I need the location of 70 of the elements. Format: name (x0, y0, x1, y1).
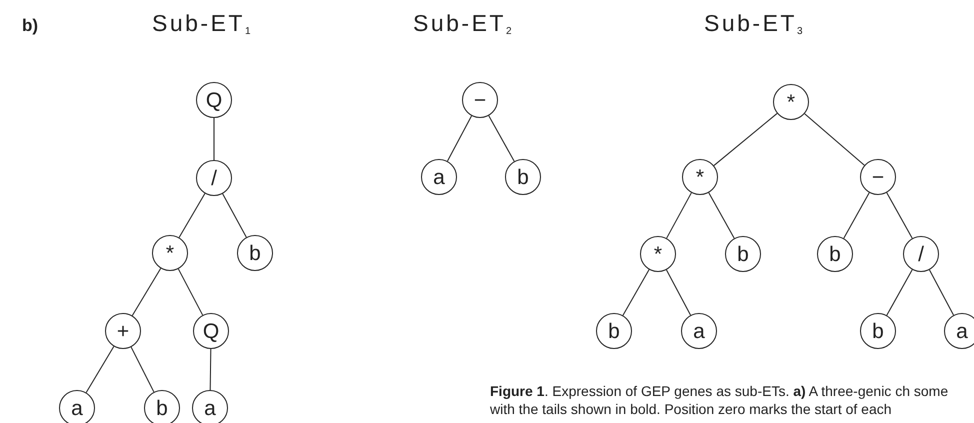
tree-node-circle (105, 313, 141, 349)
tree-node-circle (944, 313, 974, 349)
node-symbol: a (433, 166, 445, 188)
connector-line (666, 192, 692, 239)
tree-title: Sub-ET$_{1}$ (152, 10, 254, 37)
tree-node-circle (196, 160, 232, 196)
tree-node-circle (144, 390, 180, 423)
tree-node-circle (860, 159, 896, 195)
panel-letter: b) (22, 16, 38, 36)
node-symbol: a (204, 398, 216, 418)
tree-node-circle (421, 159, 457, 195)
connector-line (843, 192, 870, 239)
node-symbol: Q (206, 90, 222, 110)
connector-line (178, 268, 204, 316)
figure-caption: Figure 1. Expression of GEP genes as sub-ETs. a) A three-genic ch some with the tails shown in bold. Position zero marks the start of each (490, 382, 950, 418)
tree-node-circle (505, 159, 541, 195)
connector-line (178, 193, 206, 238)
connector-line (488, 115, 515, 162)
tree-node-circle (640, 236, 676, 272)
node-symbol: b (156, 398, 168, 418)
tree-node-circle (59, 390, 95, 423)
node-symbol: * (654, 244, 662, 264)
tree-node-circle (860, 313, 896, 349)
node-symbol: − (872, 166, 884, 188)
node-symbol: * (786, 92, 796, 112)
connector-line (622, 269, 650, 316)
node-symbol: Q (202, 320, 220, 342)
connector-line (210, 348, 212, 390)
connector-line (713, 112, 778, 166)
node-symbol: b (737, 244, 749, 264)
connector-line (446, 115, 472, 162)
tree-title: Sub-ET$_{3}$ (704, 10, 806, 37)
tree-node-circle (192, 390, 228, 423)
node-symbol: a (956, 320, 968, 342)
tree-node-circle (193, 313, 229, 349)
node-symbol: * (696, 166, 704, 188)
tree-title: Sub-ET$_{2}$ (413, 10, 514, 37)
node-symbol: b (608, 320, 620, 342)
node-symbol: b (829, 244, 841, 264)
connector-line (86, 346, 114, 394)
connector-line (222, 193, 247, 238)
node-symbol: b (249, 242, 261, 264)
tree-node-circle (596, 313, 632, 349)
tree-node-circle (682, 159, 718, 195)
node-symbol: / (918, 244, 924, 264)
node-symbol: a (693, 320, 705, 342)
tree-node-circle (773, 84, 809, 120)
tree-node-circle (681, 313, 717, 349)
connector-line (708, 192, 735, 239)
node-symbol: / (211, 168, 217, 188)
connector-line (804, 113, 865, 166)
node-symbol: − (474, 90, 486, 110)
node-symbol: a (71, 398, 83, 418)
connector-line (886, 192, 913, 239)
connector-line (130, 346, 154, 392)
connector-line (132, 268, 162, 316)
connector-line (666, 269, 692, 316)
tree-node-circle (903, 236, 939, 272)
connector-line (886, 269, 913, 316)
node-symbol: + (116, 320, 130, 342)
tree-node-circle (462, 82, 498, 118)
node-symbol: * (166, 242, 174, 264)
tree-node-circle (152, 235, 188, 271)
node-symbol: b (872, 320, 884, 342)
tree-node-circle (817, 236, 853, 272)
tree-node-circle (237, 235, 273, 271)
tree-node-circle (725, 236, 761, 272)
connector-line (928, 269, 954, 316)
node-symbol: b (517, 166, 529, 188)
tree-node-circle (196, 82, 232, 118)
